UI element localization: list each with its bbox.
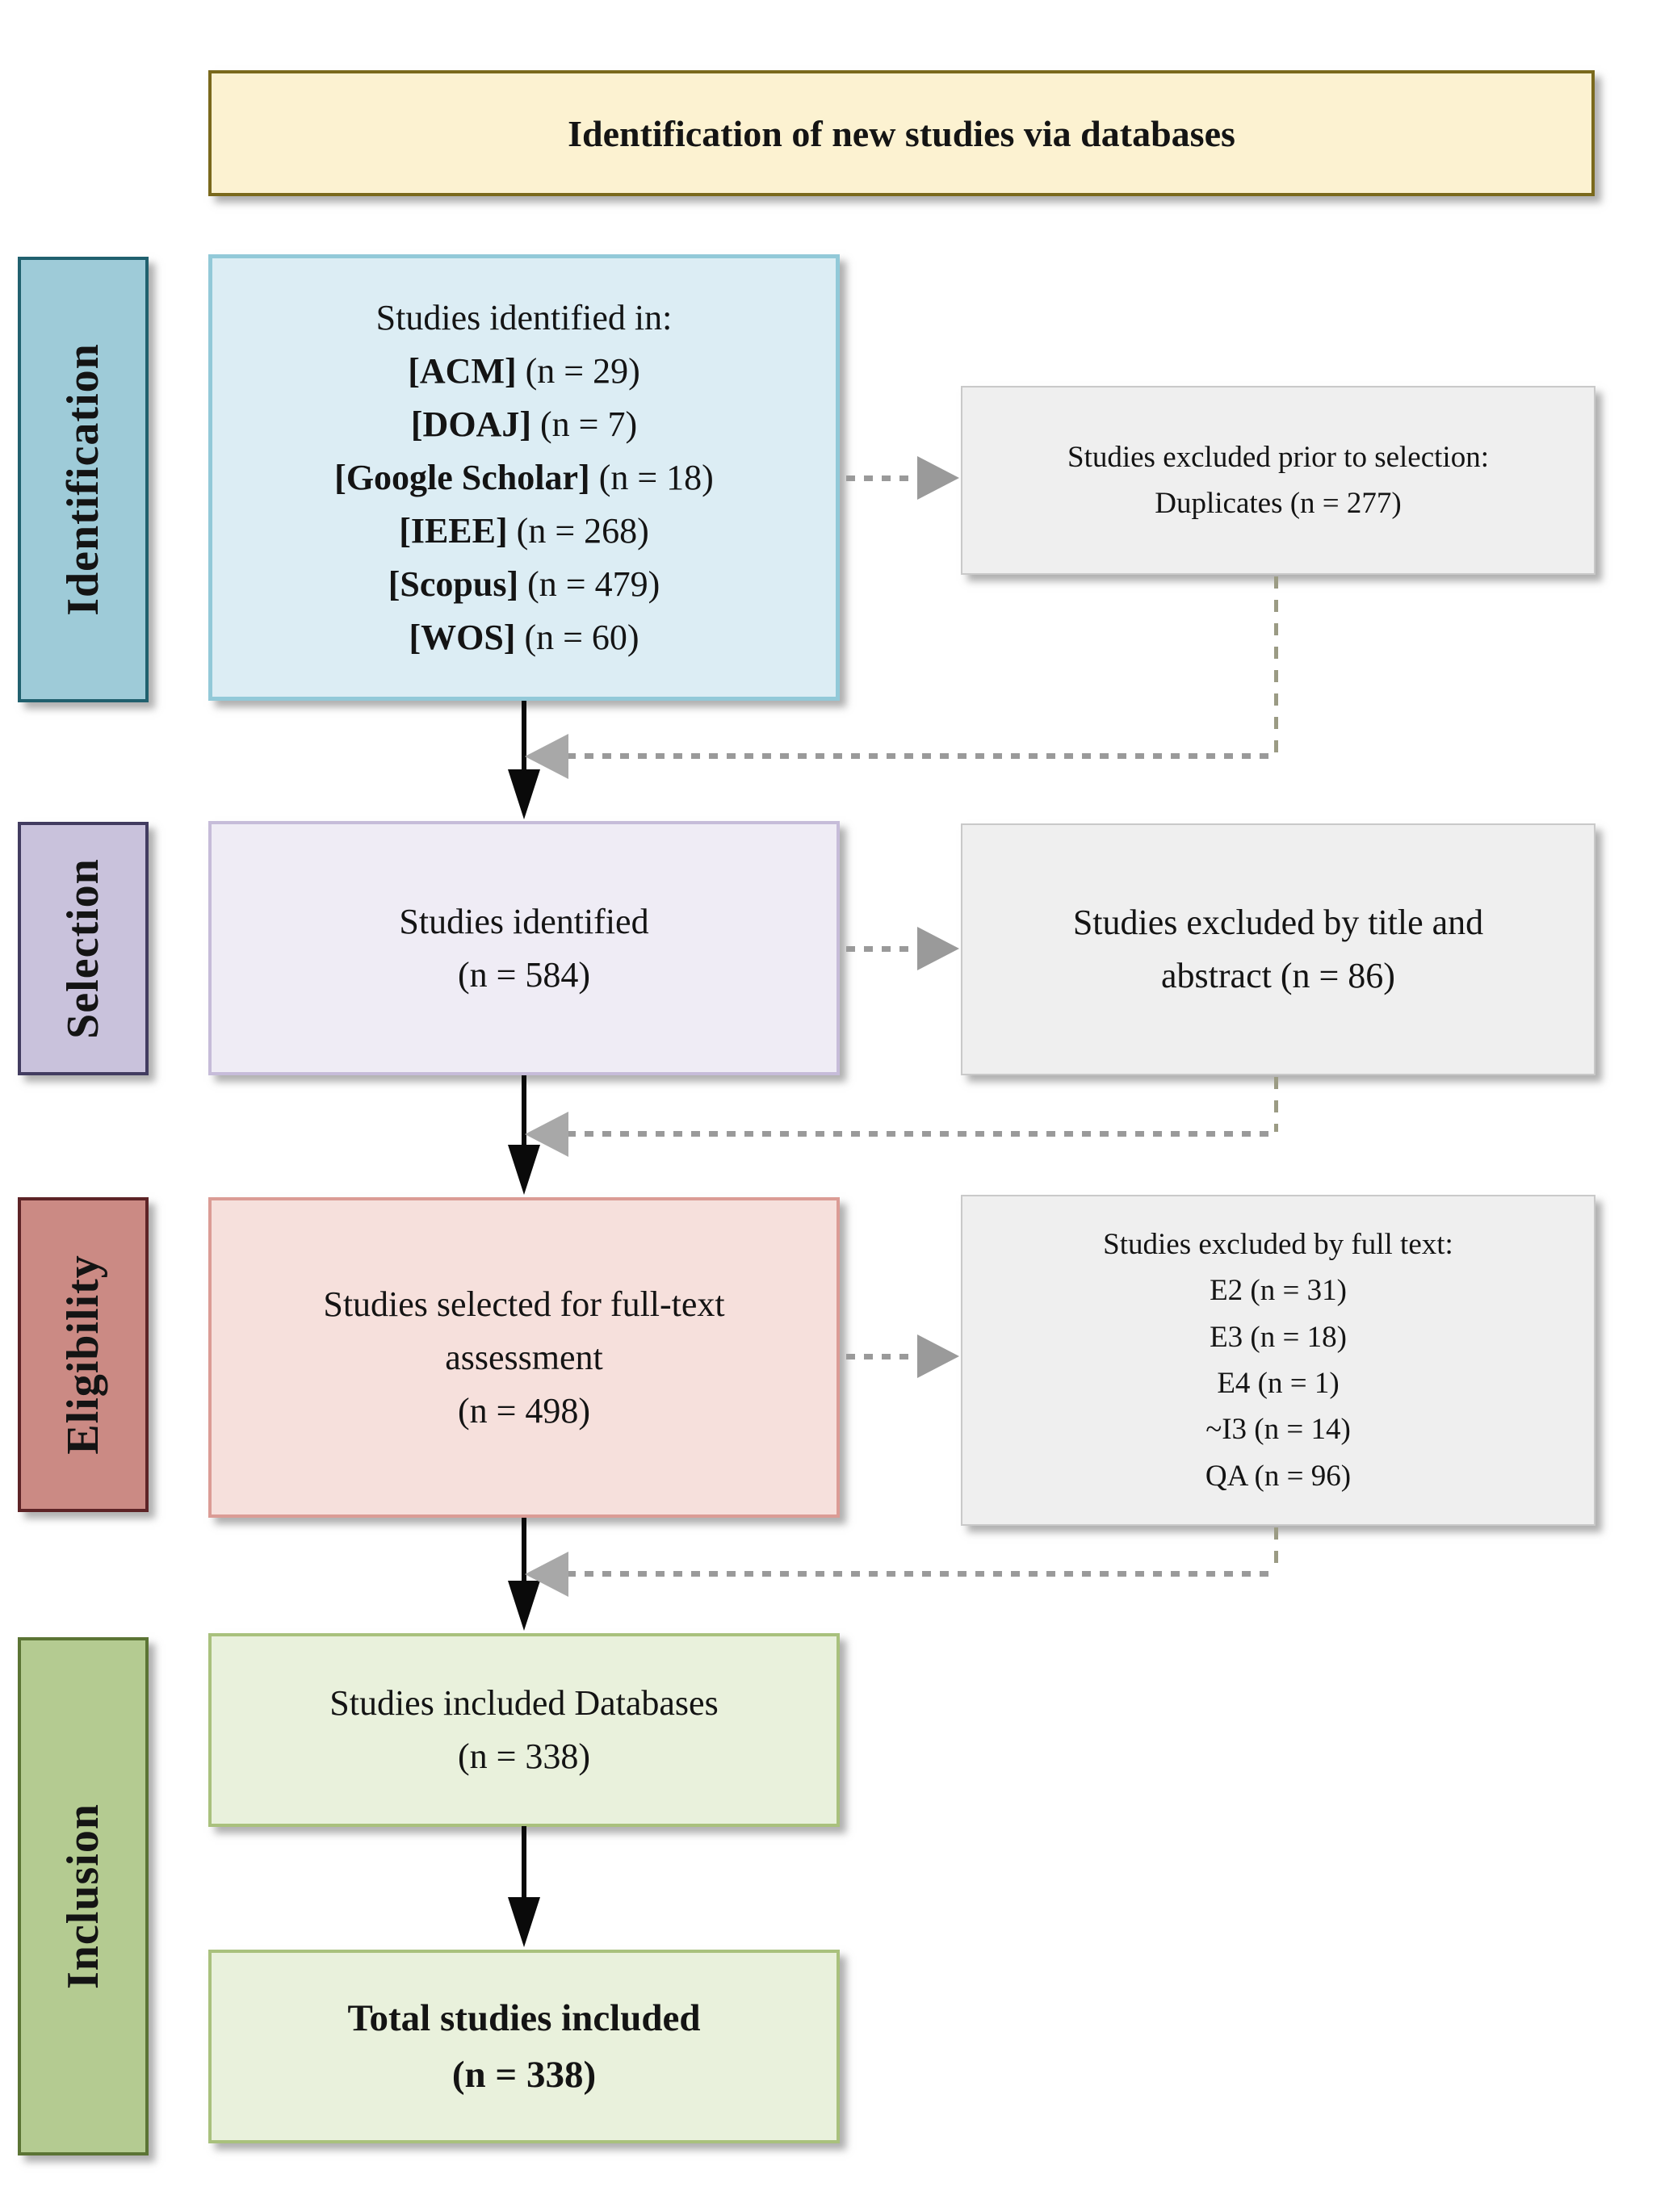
box-text-line: Total studies included	[347, 1996, 701, 2039]
box-total-studies-included: Total studies included (n = 338)	[208, 1950, 840, 2143]
box-intro-line: Studies identified in:	[375, 297, 673, 337]
exclusion-item-e2: E2 (n = 31)	[1210, 1274, 1347, 1308]
stage-label-selection: Selection	[18, 822, 149, 1075]
box-text-line: abstract (n = 86)	[1161, 956, 1395, 995]
arrow-included-to-total-line	[522, 1826, 526, 1903]
left-arrow-icon	[525, 1552, 568, 1597]
box-text-line: Studies excluded by full text:	[1103, 1227, 1453, 1261]
right-arrow-icon	[917, 1334, 959, 1378]
box-text-line: Studies excluded by title and	[1072, 903, 1484, 942]
box-text-line: (n = 584)	[457, 954, 591, 995]
database-line-wos: [WOS] (n = 60)	[409, 617, 639, 657]
dashed-return-line-vertical-3	[1274, 1527, 1278, 1572]
stage-label-eligibility-text: Eligibility	[58, 1255, 108, 1455]
box-text-line: Studies included Databases	[329, 1683, 719, 1723]
box-text-line: Studies identified	[399, 901, 649, 941]
box-studies-identified: Studies identified (n = 584)	[208, 821, 840, 1075]
stage-label-inclusion-text: Inclusion	[58, 1804, 108, 1989]
dashed-return-line-horizontal-1	[567, 753, 1276, 759]
arrow-selection-to-eligibility-line	[522, 1075, 526, 1152]
dashed-return-line-vertical-2	[1274, 1077, 1278, 1132]
arrow-identification-to-selection-line	[522, 701, 526, 777]
stage-label-identification-text: Identification	[58, 343, 108, 616]
dashed-return-line-horizontal-2	[567, 1131, 1276, 1137]
box-text-line: assessment	[445, 1337, 603, 1377]
dashed-return-line-vertical-1	[1274, 576, 1278, 756]
dashed-connector-selection-to-excluded	[846, 946, 917, 952]
database-line-google-scholar: [Google Scholar] (n = 18)	[334, 457, 714, 497]
left-arrow-icon	[525, 1112, 568, 1157]
box-studies-identified-in-databases: Studies identified in: [ACM] (n = 29) [D…	[208, 254, 840, 701]
exclusion-item-i3: ~I3 (n = 14)	[1205, 1413, 1351, 1447]
box-excluded-full-text: Studies excluded by full text: E2 (n = 3…	[961, 1195, 1595, 1526]
box-text-line: Studies excluded prior to selection:	[1067, 440, 1489, 474]
down-arrow-icon	[508, 1897, 540, 1947]
dashed-connector-identification-to-excluded	[846, 475, 917, 481]
stage-label-identification: Identification	[18, 257, 149, 702]
box-text-line: Studies selected for full-text	[323, 1284, 725, 1324]
right-arrow-icon	[917, 927, 959, 970]
box-text-line: Duplicates (n = 277)	[1155, 487, 1402, 520]
box-excluded-prior-selection: Studies excluded prior to selection: Dup…	[961, 386, 1595, 575]
box-text-line: (n = 338)	[457, 1737, 591, 1776]
banner-title: Identification of new studies via databa…	[568, 112, 1235, 154]
box-text-line: (n = 498)	[457, 1390, 591, 1431]
box-studies-selected-full-text: Studies selected for full-text assessmen…	[208, 1197, 840, 1518]
box-studies-included-databases: Studies included Databases (n = 338)	[208, 1633, 840, 1827]
dashed-return-line-horizontal-3	[567, 1571, 1276, 1577]
left-arrow-icon	[525, 734, 568, 779]
arrow-eligibility-to-inclusion-line	[522, 1518, 526, 1589]
stage-label-inclusion: Inclusion	[18, 1637, 149, 2155]
stage-label-eligibility: Eligibility	[18, 1197, 149, 1512]
box-text-line: (n = 338)	[451, 2054, 597, 2096]
database-line-doaj: [DOAJ] (n = 7)	[410, 404, 638, 444]
database-line-scopus: [Scopus] (n = 479)	[388, 563, 660, 604]
banner-identification-via-databases: Identification of new studies via databa…	[208, 70, 1595, 196]
exclusion-item-e4: E4 (n = 1)	[1217, 1367, 1340, 1400]
exclusion-item-qa: QA (n = 96)	[1205, 1459, 1352, 1493]
database-line-ieee: [IEEE] (n = 268)	[399, 510, 649, 551]
dashed-connector-eligibility-to-excluded	[846, 1354, 917, 1359]
database-line-acm: [ACM] (n = 29)	[408, 350, 640, 391]
stage-label-selection-text: Selection	[58, 858, 108, 1039]
right-arrow-icon	[917, 456, 959, 500]
box-excluded-title-abstract: Studies excluded by title and abstract (…	[961, 823, 1595, 1075]
exclusion-item-e3: E3 (n = 18)	[1210, 1320, 1347, 1354]
